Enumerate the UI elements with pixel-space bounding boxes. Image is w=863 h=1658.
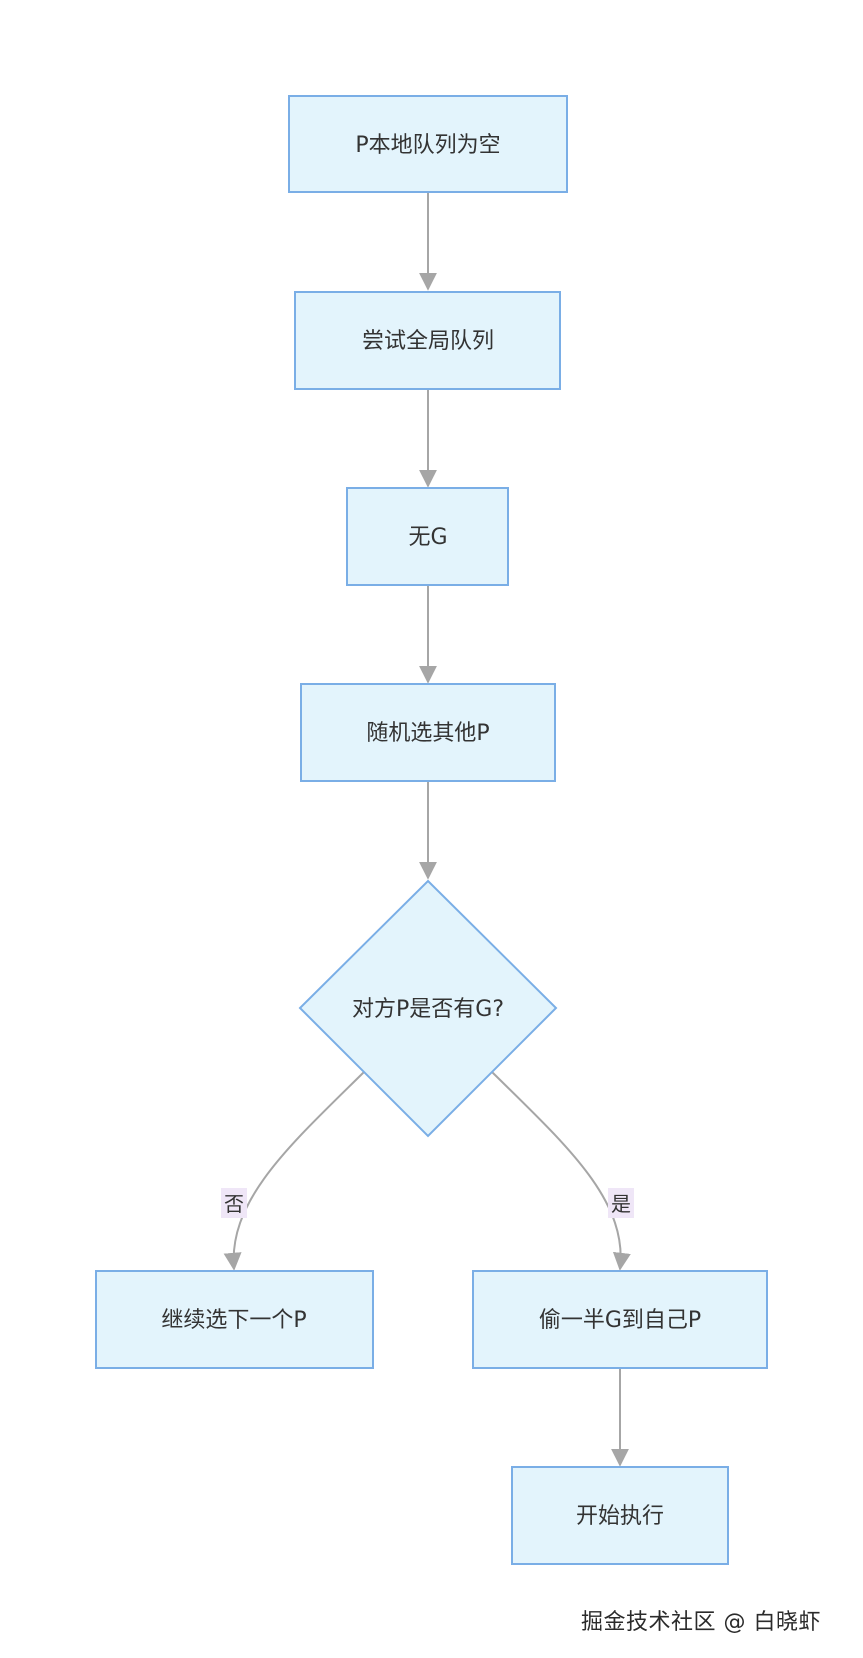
- node-no-g-label: 无G: [408, 525, 447, 550]
- node-no-g: 无G: [346, 487, 509, 586]
- node-next-p-label: 继续选下一个P: [161, 1308, 306, 1333]
- edge-label-yes-text: 是: [611, 1192, 631, 1216]
- node-start-exec-label: 开始执行: [576, 1504, 664, 1529]
- node-try-global: 尝试全局队列: [294, 291, 561, 390]
- node-start-exec: 开始执行: [511, 1466, 729, 1565]
- node-next-p: 继续选下一个P: [95, 1270, 374, 1369]
- node-decision-has-g: 对方P是否有G?: [298, 879, 558, 1138]
- edge-label-yes: 是: [608, 1188, 634, 1218]
- node-p-local-empty: P本地队列为空: [288, 95, 568, 193]
- node-p-local-empty-label: P本地队列为空: [355, 133, 500, 158]
- node-steal-half: 偷一半G到自己P: [472, 1270, 768, 1369]
- edge-label-no-text: 否: [224, 1192, 244, 1216]
- node-random-p: 随机选其他P: [300, 683, 556, 782]
- edge-decision-yes: [491, 1071, 631, 1271]
- node-decision-has-g-label: 对方P是否有G?: [352, 997, 504, 1022]
- node-try-global-label: 尝试全局队列: [362, 329, 494, 354]
- edge-label-no: 否: [221, 1188, 247, 1218]
- node-steal-half-label: 偷一半G到自己P: [539, 1308, 701, 1333]
- edge-decision-no: [223, 1071, 365, 1271]
- node-random-p-label: 随机选其他P: [366, 721, 489, 746]
- watermark: 掘金技术社区 @ 白晓虾: [581, 1610, 821, 1635]
